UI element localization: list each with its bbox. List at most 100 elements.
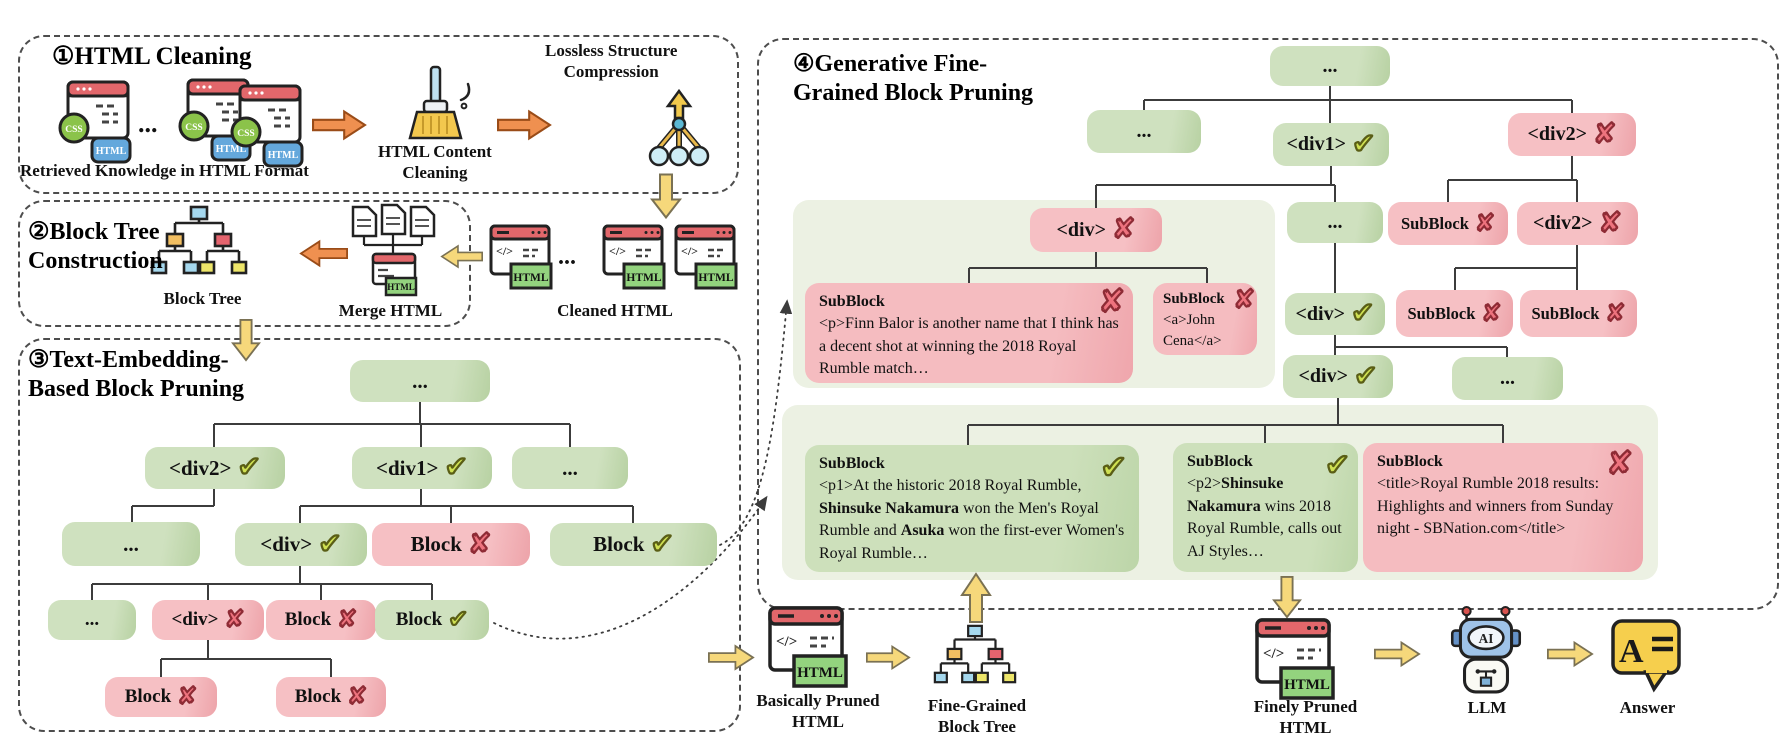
cross-icon: ✘ <box>467 528 492 560</box>
answer-icon: A <box>1611 619 1681 693</box>
section4-title: ④Generative Fine- Grained Block Pruning <box>793 51 1034 107</box>
cross-icon: ✘ <box>1605 300 1626 327</box>
cross-icon: ✘ <box>347 684 368 710</box>
orange-arrow-right <box>312 109 367 141</box>
subblock-card-heading: SubBlock <box>819 455 885 472</box>
tree-node-div1-kept: <div1>✔ <box>352 447 492 489</box>
check-icon: ✔ <box>1324 449 1350 482</box>
subblock-card-kept: ✔ SubBlock <p1>At the historic 2018 Roya… <box>805 445 1139 572</box>
structure-compression-icon <box>648 88 710 167</box>
caption-finely-pruned: Finely Pruned HTML <box>1253 697 1358 738</box>
webpage-css-html-icon: CSS HTML <box>230 84 304 168</box>
tree-node-ellipsis: ... <box>1287 202 1383 243</box>
check-icon: ✔ <box>1350 298 1375 329</box>
basically-pruned-html-icon: </> HTML <box>768 606 848 688</box>
tree-node-block-pruned: Block✘ <box>105 677 217 717</box>
tree-node-block-kept: Block✔ <box>375 600 489 640</box>
code-glyph: </> <box>609 244 626 258</box>
tree-node-div2-pruned: <div2>✘ <box>1517 202 1638 245</box>
cross-icon: ✘ <box>1098 283 1126 319</box>
subblock-card-body: <p1>At the historic 2018 Royal Rumble, S… <box>819 477 1125 562</box>
caption-cleaned-html: Cleaned HTML <box>557 301 673 320</box>
tree-node-ellipsis: ... <box>1087 110 1201 153</box>
yellow-arrow-right <box>866 644 911 671</box>
webpage-css-html-icon: CSS HTML <box>178 78 252 162</box>
caption-llm: LLM <box>1467 698 1507 717</box>
caption-retrieved-knowledge: Retrieved Knowledge in HTML Format <box>20 161 309 180</box>
ai-label: AI <box>1479 631 1494 646</box>
subblock-card-body: <a>John Cena</a> <box>1163 312 1222 349</box>
cross-icon: ✘ <box>177 684 198 710</box>
subblock-card-heading: SubBlock <box>819 293 885 310</box>
tree-node-root: ... <box>350 360 490 402</box>
html-badge-label: HTML <box>216 144 247 155</box>
tree-node-block-pruned: Block✘ <box>266 600 376 640</box>
caption-basically-pruned: Basically Pruned HTML <box>756 691 880 732</box>
cleaned-html-icon: </> HTML <box>602 224 666 290</box>
tree-node-ellipsis: ... <box>48 600 136 640</box>
html-badge-label: HTML <box>698 272 733 284</box>
yellow-arrow-right <box>1374 640 1421 668</box>
yellow-arrow-down <box>231 319 261 362</box>
section2-title: ②Block Tree Construction <box>28 219 163 275</box>
yellow-arrow-left <box>440 244 483 269</box>
caption-block-tree: Block Tree <box>163 289 242 308</box>
orange-arrow-left <box>299 239 348 268</box>
tree-node-div-kept: <div>✔ <box>1285 293 1385 335</box>
answer-letter: A <box>1619 633 1644 670</box>
yellow-arrow-right <box>708 644 755 671</box>
subblock-card-pruned: ✘ SubBlock <p>Finn Balor is another name… <box>805 283 1133 383</box>
html-badge-label: HTML <box>96 146 127 157</box>
code-glyph: </> <box>1263 646 1284 662</box>
tree-node-div-pruned: <div>✘ <box>1030 208 1162 252</box>
tree-node-ellipsis: ... <box>62 522 200 566</box>
caption-lossless-compression: Lossless Structure Compression <box>545 41 678 82</box>
caption-fine-grained-tree: Fine-Grained Block Tree <box>927 696 1027 737</box>
tree-node-subblock-pruned: SubBlock✘ <box>1388 202 1508 245</box>
tree-node-subblock-pruned: SubBlock✘ <box>1396 290 1513 337</box>
tree-node-ellipsis: ... <box>1452 357 1563 400</box>
tree-node-block-kept: Block✔ <box>550 523 717 566</box>
tree-node-ellipsis: ... <box>512 447 628 489</box>
html-badge-label: HTML <box>387 282 415 292</box>
subblock-card-body: <p>Finn Balor is another name that I thi… <box>819 315 1119 378</box>
caption-answer: Answer <box>1619 698 1676 717</box>
subblock-card-kept: ✔ SubBlock <p2>Shinsuke Nakamura wins 20… <box>1173 443 1358 572</box>
fine-grained-block-tree-icon <box>933 624 1017 684</box>
caption-merge-html: Merge HTML <box>338 301 443 320</box>
code-glyph: </> <box>776 634 797 650</box>
orange-arrow-right <box>497 109 552 141</box>
html-badge-label: HTML <box>268 150 299 161</box>
subblock-card-heading: SubBlock <box>1377 453 1443 470</box>
llm-robot-icon: AI <box>1450 606 1522 694</box>
cross-icon: ✘ <box>337 607 358 633</box>
subblock-card-pruned: ✘ SubBlock <title>Royal Rumble 2018 resu… <box>1363 443 1643 572</box>
html-badge-label: HTML <box>797 665 843 681</box>
check-icon: ✔ <box>1353 360 1378 392</box>
cleaned-html-icon: </> HTML <box>674 224 738 290</box>
yellow-arrow-right <box>1547 640 1594 668</box>
html-badge-label: HTML <box>1284 677 1330 693</box>
subblock-card-body: <p2>Shinsuke Nakamura wins 2018 Royal Ru… <box>1187 475 1342 560</box>
css-badge-label: CSS <box>65 125 82 135</box>
yellow-arrow-down <box>649 173 683 220</box>
cross-icon: ✘ <box>224 607 245 633</box>
code-glyph: </> <box>496 244 513 258</box>
code-glyph: </> <box>681 244 698 258</box>
check-icon: ✔ <box>448 607 469 633</box>
tree-node-subblock-pruned: SubBlock✘ <box>1520 290 1637 337</box>
tree-node-div-pruned: <div>✘ <box>152 600 264 640</box>
yellow-arrow-down <box>1272 576 1302 619</box>
cleaned-html-icon: </> HTML <box>489 224 553 290</box>
section1-title: ①HTML Cleaning <box>52 43 252 70</box>
tree-node-block-pruned: Block✘ <box>372 523 530 566</box>
section3-title: ③Text-Embedding- Based Block Pruning <box>28 347 245 403</box>
section-html-cleaning-box <box>18 35 739 194</box>
cross-icon: ✘ <box>1233 285 1256 314</box>
cross-icon: ✘ <box>1606 445 1634 481</box>
cross-icon: ✘ <box>1481 300 1502 327</box>
tree-node-root: ... <box>1270 46 1390 86</box>
merge-html-icon: HTML <box>351 203 436 297</box>
tree-node-div-kept: <div>✔ <box>235 523 367 566</box>
check-icon: ✔ <box>444 452 469 483</box>
